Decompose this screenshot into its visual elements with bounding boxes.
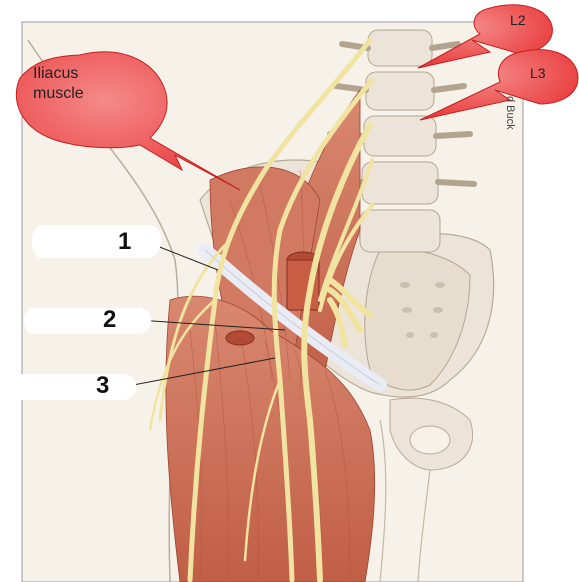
- illustrator-credit: d Buck: [504, 96, 516, 130]
- l2-label: L2: [510, 12, 526, 28]
- lumbar-spine: [323, 29, 477, 253]
- label-box-3: [16, 374, 137, 400]
- nerve-fan: [327, 277, 373, 348]
- sacral-foramina: [400, 282, 445, 338]
- iliacus-label-line2: muscle: [33, 85, 84, 102]
- leader-line-3: [127, 357, 276, 387]
- obturator-foramen: [409, 425, 451, 455]
- lumbar-plexus-nerves: [148, 37, 375, 582]
- thigh-muscles: [165, 295, 376, 582]
- iliacus-label-line1: Iliacus: [33, 65, 79, 82]
- leader-line-2: [137, 319, 286, 331]
- leader-line-1: [151, 243, 219, 271]
- femur-outline: [379, 419, 431, 582]
- number-label-1: 1: [118, 228, 132, 255]
- l3-label: L3: [530, 65, 546, 81]
- label-box-1: [31, 225, 162, 258]
- iliacus-callout-bubble: [15, 51, 241, 191]
- l3-callout-bubble: [419, 49, 579, 121]
- number-label-2: 2: [103, 306, 117, 333]
- muscle-cut-2: [225, 330, 255, 346]
- number-label-3: 3: [96, 372, 110, 399]
- iliacus-label: Iliacus muscle: [33, 64, 84, 104]
- label-box-2: [24, 308, 152, 334]
